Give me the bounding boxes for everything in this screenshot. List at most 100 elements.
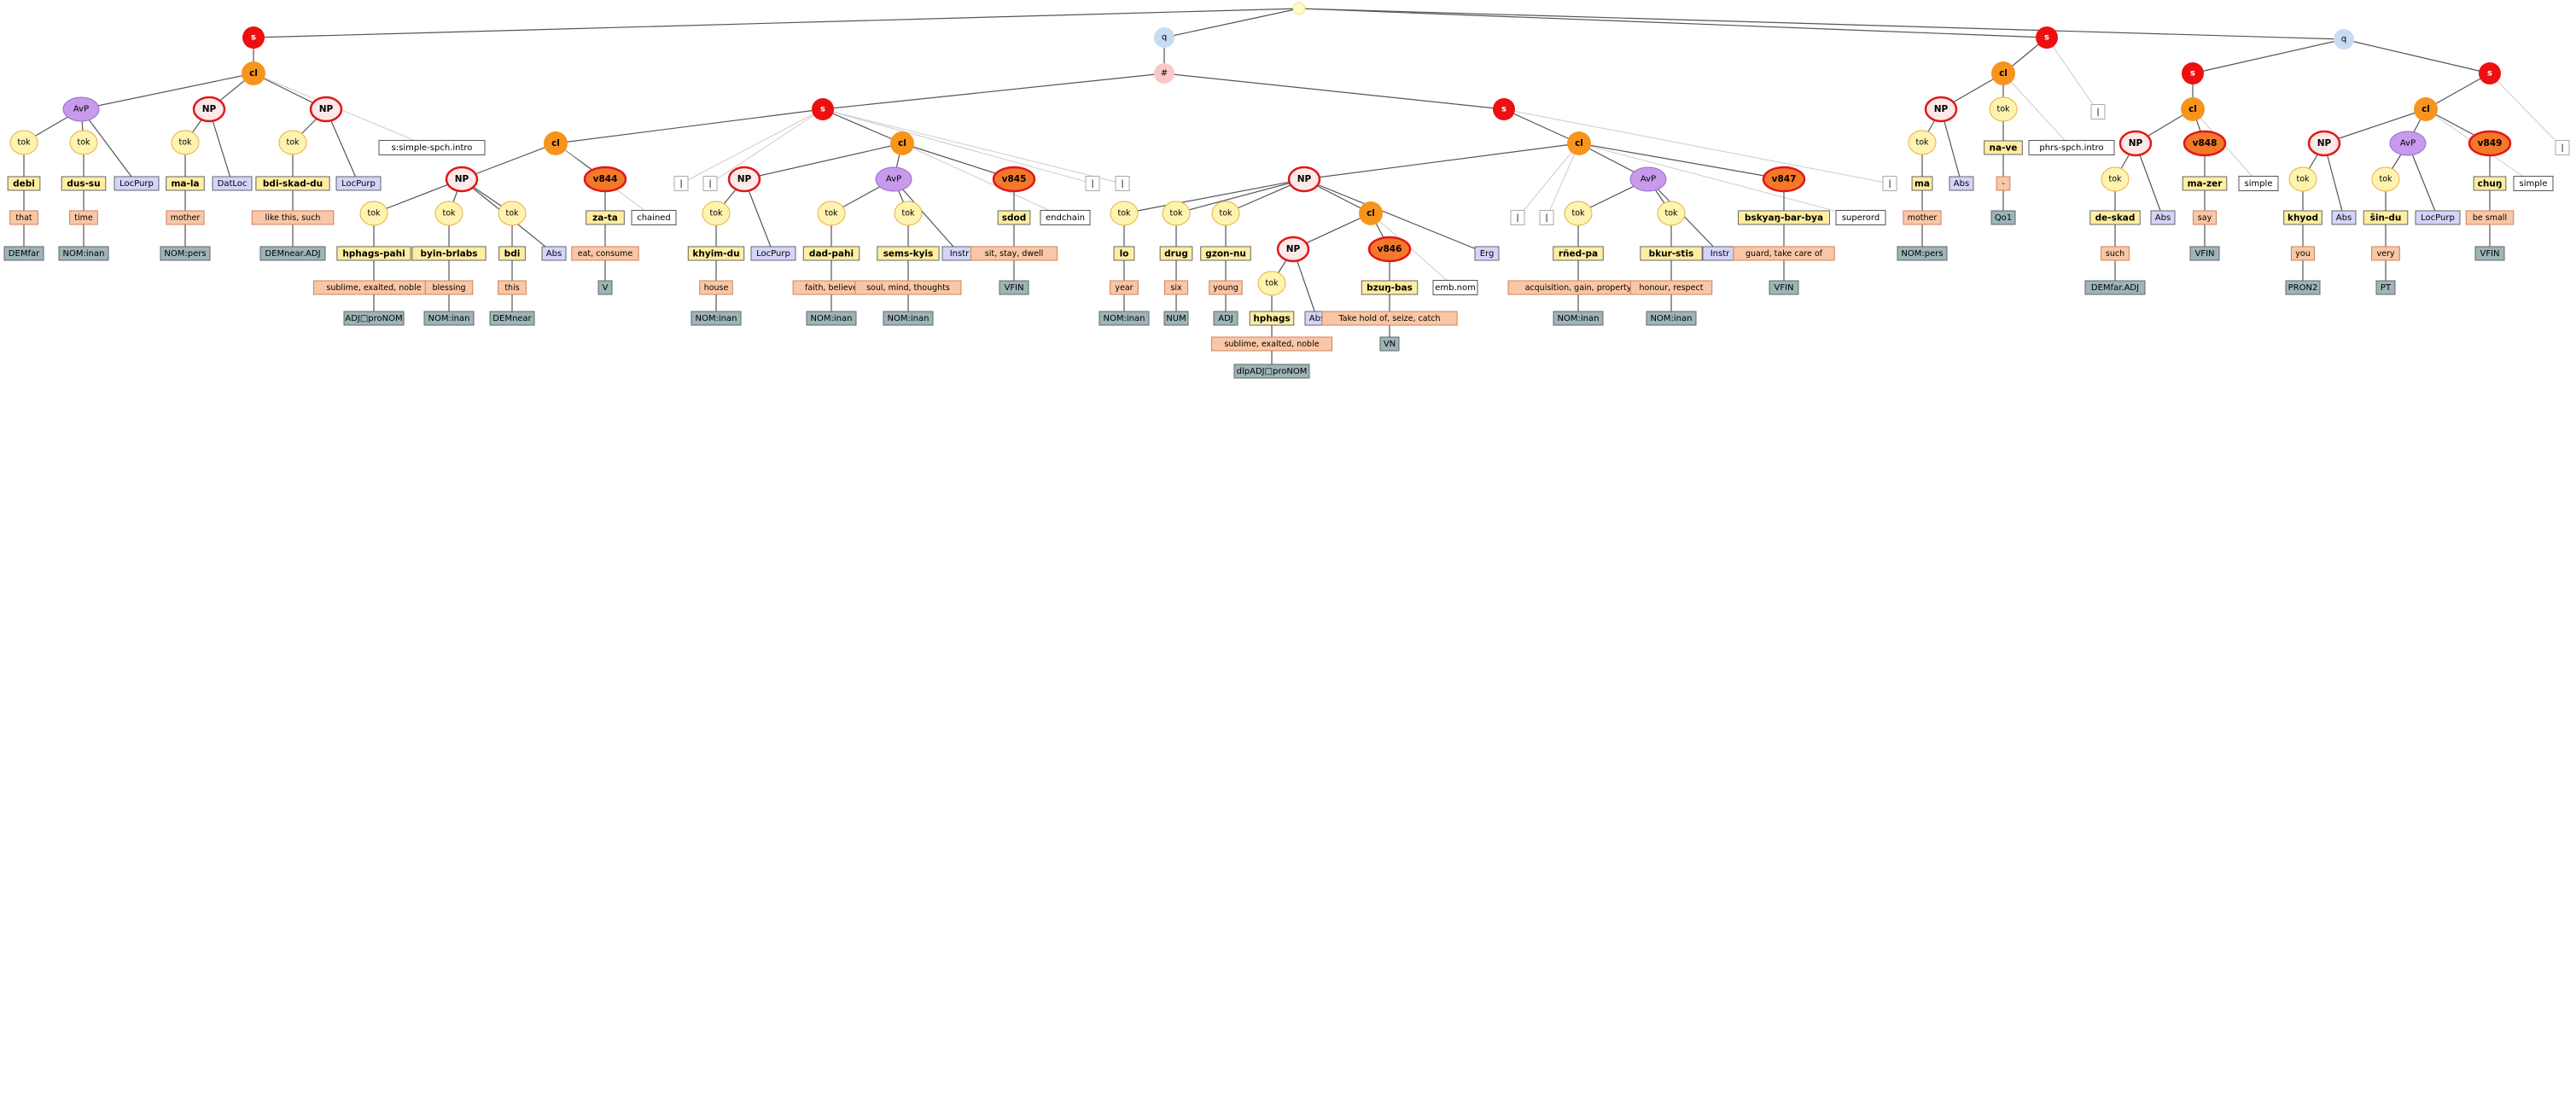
node-pos-pA3[interactable]: DEMnear bbox=[489, 311, 535, 326]
node-tok-tkA5[interactable]: tok bbox=[817, 201, 846, 226]
node-quote-q2[interactable]: q bbox=[2334, 29, 2354, 49]
node-verb-vB1[interactable]: v846 bbox=[1367, 236, 1412, 263]
node-root-root[interactable] bbox=[1292, 2, 1306, 15]
node-gloss-gA3[interactable]: this bbox=[498, 280, 527, 295]
node-plain-pipeD[interactable]: | bbox=[2555, 140, 2570, 155]
node-pos-pB6[interactable]: NOM:inan bbox=[1646, 311, 1697, 326]
node-np-np2[interactable]: NP bbox=[309, 96, 343, 123]
node-np-npB[interactable]: NP bbox=[1287, 166, 1321, 193]
node-gloss-g3[interactable]: mother bbox=[166, 210, 205, 225]
node-sentence-sB[interactable]: s bbox=[1493, 98, 1515, 120]
node-gloss-gB1[interactable]: year bbox=[1110, 280, 1139, 295]
node-sentence-s2[interactable]: s bbox=[2036, 26, 2058, 49]
node-plain-embnom[interactable]: emb.nom bbox=[1432, 280, 1478, 295]
node-plain-superord[interactable]: superord bbox=[1835, 210, 1886, 225]
node-case-locpD[interactable]: LocPurp bbox=[2415, 210, 2461, 225]
node-word-wA3[interactable]: bdi bbox=[498, 246, 526, 261]
node-plain-pipeB1[interactable]: | bbox=[1510, 210, 1525, 225]
node-case-instrB[interactable]: Instr bbox=[1702, 246, 1738, 261]
node-tok-tkB6[interactable]: tok bbox=[1657, 201, 1686, 226]
node-plain-pipeA3[interactable]: | bbox=[1085, 176, 1100, 191]
node-pos-pvB1[interactable]: VN bbox=[1379, 336, 1400, 352]
node-case-absD2[interactable]: Abs bbox=[2331, 210, 2357, 225]
node-clause-clC[interactable]: cl bbox=[1991, 61, 2015, 85]
node-tok-tkA6[interactable]: tok bbox=[894, 201, 923, 226]
node-clause-clD1[interactable]: cl bbox=[2181, 97, 2205, 121]
node-gloss-gvA2[interactable]: sit, stay, dwell bbox=[970, 246, 1058, 261]
node-gloss-gD2[interactable]: you bbox=[2290, 246, 2316, 261]
node-case-absC[interactable]: Abs bbox=[1949, 176, 1974, 191]
node-word-wvB1[interactable]: bzuŋ-bas bbox=[1361, 280, 1419, 295]
node-gloss-gvB2[interactable]: guard, take care of bbox=[1733, 246, 1835, 261]
node-pos-pvB2[interactable]: VFIN bbox=[1769, 280, 1799, 295]
node-pos-pvD1[interactable]: VFIN bbox=[2189, 246, 2220, 261]
node-avp-avpB[interactable]: AvP bbox=[1629, 166, 1667, 192]
node-word-wvA1[interactable]: za-ta bbox=[586, 210, 625, 225]
node-pos-pA4[interactable]: NOM:inan bbox=[691, 311, 742, 326]
node-verb-vA2[interactable]: v845 bbox=[992, 166, 1036, 193]
node-tok-tkB5[interactable]: tok bbox=[1564, 201, 1593, 226]
node-np-np1[interactable]: NP bbox=[192, 96, 226, 123]
node-pos-p1[interactable]: DEMfar bbox=[3, 246, 44, 261]
node-tok-tkB1[interactable]: tok bbox=[1110, 201, 1139, 226]
node-gloss-gA2[interactable]: blessing bbox=[424, 280, 474, 295]
node-clause-clA1[interactable]: cl bbox=[544, 131, 568, 155]
node-verb-vA1[interactable]: v844 bbox=[583, 166, 627, 193]
node-pos-pvA2[interactable]: VFIN bbox=[999, 280, 1029, 295]
node-case-datloc1[interactable]: DatLoc bbox=[212, 176, 253, 191]
node-tok-tkA4[interactable]: tok bbox=[702, 201, 731, 226]
node-quote-q1[interactable]: q bbox=[1154, 27, 1174, 48]
node-pos-pB1[interactable]: NOM:inan bbox=[1099, 311, 1150, 326]
node-tok-tkD1[interactable]: tok bbox=[2101, 166, 2130, 192]
node-np-npC[interactable]: NP bbox=[1924, 96, 1958, 123]
node-word-wB3[interactable]: gzon-nu bbox=[1200, 246, 1251, 261]
node-tok-tkB4[interactable]: tok bbox=[1257, 271, 1286, 296]
node-clause-clA2[interactable]: cl bbox=[890, 131, 914, 155]
node-pos-pA6[interactable]: NOM:inan bbox=[883, 311, 934, 326]
node-word-wA5[interactable]: dad-pahi bbox=[802, 246, 860, 261]
node-word-wB1[interactable]: lo bbox=[1113, 246, 1135, 261]
node-word-w1[interactable]: debi bbox=[7, 176, 41, 191]
node-plain-pipeB2[interactable]: | bbox=[1539, 210, 1554, 225]
node-plain-pipeA1[interactable]: | bbox=[673, 176, 689, 191]
node-plain-intro1[interactable]: s:simple-spch.intro bbox=[378, 140, 486, 155]
node-word-wB6[interactable]: bkur-stis bbox=[1640, 246, 1703, 261]
node-word-wB2[interactable]: drug bbox=[1159, 246, 1193, 261]
node-word-wD3[interactable]: šin-du bbox=[2363, 210, 2409, 225]
node-np-npA2[interactable]: NP bbox=[727, 166, 761, 193]
node-word-wB4[interactable]: hphags bbox=[1249, 311, 1295, 326]
node-tok-tkC2[interactable]: tok bbox=[1989, 96, 2018, 122]
node-gloss-gB5[interactable]: acquisition, gain, property bbox=[1507, 280, 1649, 295]
node-avp-avpA[interactable]: AvP bbox=[875, 166, 912, 192]
node-case-absA1[interactable]: Abs bbox=[541, 246, 567, 261]
node-gloss-gC2[interactable]: - bbox=[1996, 176, 2011, 191]
node-case-absD1[interactable]: Abs bbox=[2150, 210, 2176, 225]
node-pos-pA2[interactable]: NOM:inan bbox=[423, 311, 475, 326]
node-gloss-gD1[interactable]: such bbox=[2101, 246, 2130, 261]
node-pos-pB2[interactable]: NUM bbox=[1163, 311, 1189, 326]
node-plain-simple1[interactable]: simple bbox=[2238, 176, 2279, 191]
node-np-npD2[interactable]: NP bbox=[2307, 130, 2341, 157]
node-gloss-gD3[interactable]: very bbox=[2371, 246, 2400, 261]
node-plain-pipeB3[interactable]: | bbox=[1882, 176, 1897, 191]
node-avp-avp1[interactable]: AvP bbox=[62, 96, 100, 122]
node-sentence-sD2[interactable]: s bbox=[2479, 62, 2501, 84]
node-word-wC2[interactable]: na-ve bbox=[1984, 140, 2023, 155]
node-np-npB2[interactable]: NP bbox=[1276, 236, 1310, 263]
node-gloss-gB2[interactable]: six bbox=[1163, 280, 1189, 295]
node-pos-pvA1[interactable]: V bbox=[597, 280, 613, 295]
node-np-npA1[interactable]: NP bbox=[445, 166, 479, 193]
node-gloss-gvD1[interactable]: say bbox=[2192, 210, 2218, 225]
node-word-w2[interactable]: dus-su bbox=[61, 176, 107, 191]
node-case-locp1[interactable]: LocPurp bbox=[114, 176, 160, 191]
node-pos-pvD2[interactable]: VFIN bbox=[2474, 246, 2505, 261]
node-clause-clD2[interactable]: cl bbox=[2414, 97, 2438, 121]
node-pos-pB3[interactable]: ADJ bbox=[1213, 311, 1238, 326]
node-gloss-gvB1[interactable]: Take hold of, seize, catch bbox=[1321, 311, 1458, 326]
node-plain-pipeA2[interactable]: | bbox=[702, 176, 718, 191]
node-clause-clB[interactable]: cl bbox=[1567, 131, 1591, 155]
node-plain-intro2[interactable]: phrs-spch.intro bbox=[2028, 140, 2115, 155]
node-word-wD2[interactable]: khyod bbox=[2283, 210, 2322, 225]
node-tok-tkA3[interactable]: tok bbox=[498, 201, 527, 226]
node-gloss-gB3[interactable]: young bbox=[1209, 280, 1243, 295]
